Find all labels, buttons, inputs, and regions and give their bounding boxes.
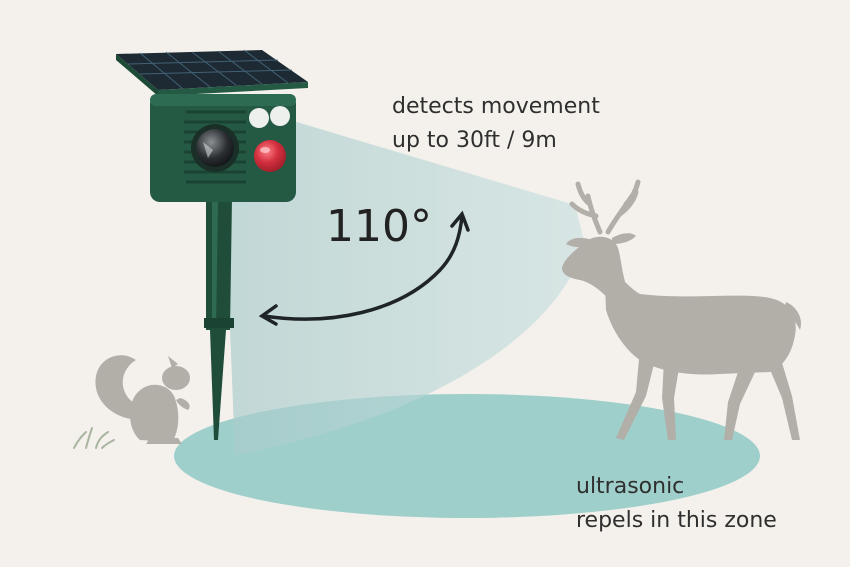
detection-line-2: up to 30ft / 9m <box>392 128 557 153</box>
grass-tuft <box>73 427 115 449</box>
solar-repeller-device <box>116 49 308 202</box>
squirrel-silhouette <box>95 355 190 444</box>
curved-double-arrow <box>258 210 470 326</box>
ultrasonic-zone-label: ultrasonic repels in this zone <box>576 470 777 538</box>
zone-line-1: ultrasonic <box>576 474 685 499</box>
detection-beam <box>225 120 585 455</box>
zone-line-2: repels in this zone <box>576 508 777 533</box>
device-stake <box>204 198 234 440</box>
detection-range-label: detects movement up to 30ft / 9m <box>392 90 600 158</box>
deer-silhouette <box>562 179 802 440</box>
angle-label: 110° <box>326 201 432 252</box>
detection-line-1: detects movement <box>392 94 600 119</box>
